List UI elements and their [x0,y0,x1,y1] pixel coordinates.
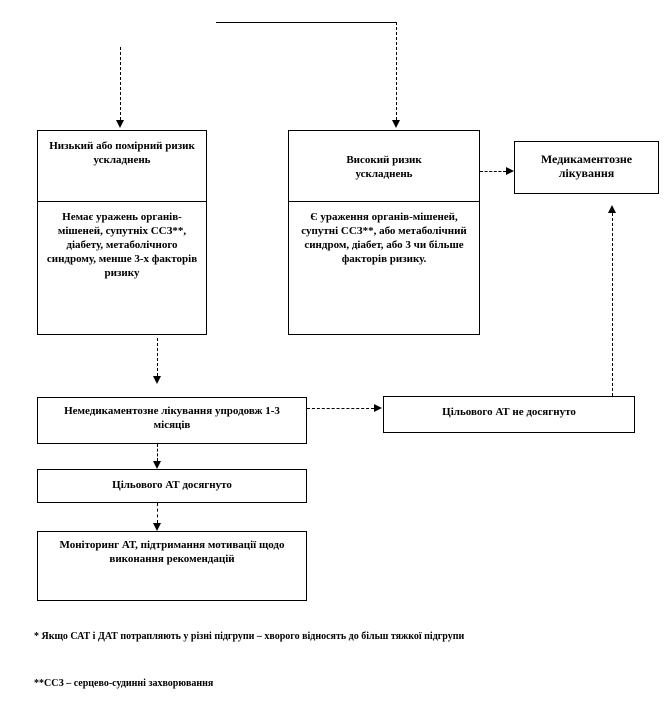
connector-to-high-risk [396,22,397,120]
top-connector-line [216,22,396,23]
target-not-reached-box: Цільового АТ не досягнуто [383,396,635,433]
arrow-to-monitoring [153,523,161,531]
arrow-to-high-risk [392,120,400,128]
high-risk-divider [289,201,479,202]
low-risk-header: Низький або помірний ризик ускладнень [49,140,195,166]
connector-nondrug-to-not-reached [307,408,374,409]
target-reached-label: Цільового АТ досягнуто [112,479,232,491]
connector-low-to-nondrug [157,338,158,376]
connector-high-to-drug [480,171,506,172]
arrow-to-low-risk [116,120,124,128]
drug-therapy-box: Медикаментозне лікування [514,141,659,194]
monitoring-box: Моніторинг АТ, підтримання мотивації щод… [37,531,307,601]
target-reached-box: Цільового АТ досягнуто [37,469,307,503]
target-not-reached-label: Цільового АТ не досягнуто [442,406,576,418]
high-risk-box: Високий ризик ускладнень Є ураження орга… [288,130,480,335]
arrow-to-nondrug [153,376,161,384]
drug-therapy-label: Медикаментозне лікування [540,152,633,180]
nondrug-therapy-box: Немедикаментозне лікування упродовж 1-3 … [37,397,307,444]
low-risk-box: Низький або помірний ризик ускладнень Не… [37,130,207,335]
arrow-to-not-reached [374,404,382,412]
high-risk-header: Високий ризик ускладнень [346,154,422,180]
arrow-to-target-reached [153,461,161,469]
monitoring-label: Моніторинг АТ, підтримання мотивації щод… [59,539,285,565]
footnote-1: * Якщо САТ і ДАТ потрапляють у різні під… [34,631,465,642]
connector-to-low-risk [120,47,121,120]
connector-reached-to-monitoring [157,503,158,523]
arrow-to-drug-therapy [506,167,514,175]
low-risk-body: Немає уражень органів-мішеней, супутніх … [46,211,198,279]
nondrug-therapy-label: Немедикаментозне лікування упродовж 1-3 … [64,405,280,431]
low-risk-divider [38,201,206,202]
connector-nondrug-to-reached [157,444,158,461]
connector-not-reached-to-drug [612,213,613,396]
footnote-2: **ССЗ – серцево-судинні захворювання [34,678,214,689]
high-risk-body: Є ураження органів-мішеней, супутні ССЗ*… [301,211,467,265]
arrow-up-to-drug-therapy [608,205,616,213]
